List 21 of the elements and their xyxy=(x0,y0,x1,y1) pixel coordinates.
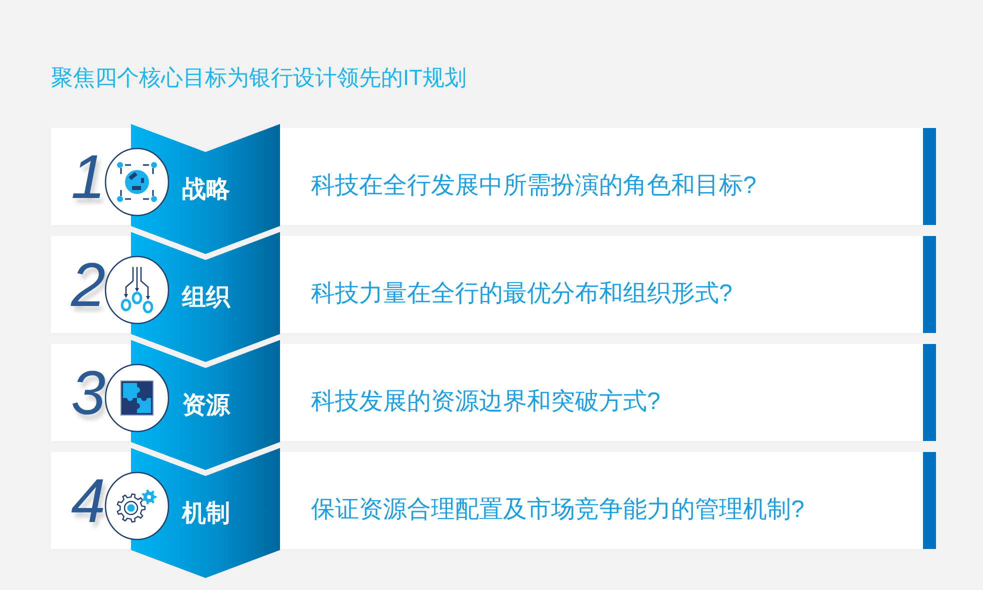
question-text: 科技在全行发展中所需扮演的角色和目标? xyxy=(311,171,756,201)
step-label: 组织 xyxy=(182,283,230,313)
step-label: 机制 xyxy=(182,499,230,529)
step-label: 战略 xyxy=(182,175,230,205)
step-number: 2 xyxy=(71,254,106,318)
step-label: 资源 xyxy=(182,391,230,421)
chevron-banner xyxy=(131,448,280,578)
question-text: 科技力量在全行的最优分布和组织形式? xyxy=(311,279,732,309)
chevron-banner xyxy=(131,124,280,254)
row-band xyxy=(280,128,936,225)
question-text: 保证资源合理配置及市场竞争能力的管理机制? xyxy=(311,495,804,525)
row-band xyxy=(280,452,936,549)
step-number: 1 xyxy=(71,146,106,210)
row-band xyxy=(280,344,936,441)
chevron-banner xyxy=(131,232,280,362)
chevron-banner xyxy=(131,340,280,470)
question-text: 科技发展的资源边界和突破方式? xyxy=(311,387,660,417)
step-number: 3 xyxy=(71,362,106,426)
row-band xyxy=(280,236,936,333)
step-number: 4 xyxy=(71,470,106,534)
title: 聚焦四个核心目标为银行设计领先的IT规划 xyxy=(51,64,467,92)
